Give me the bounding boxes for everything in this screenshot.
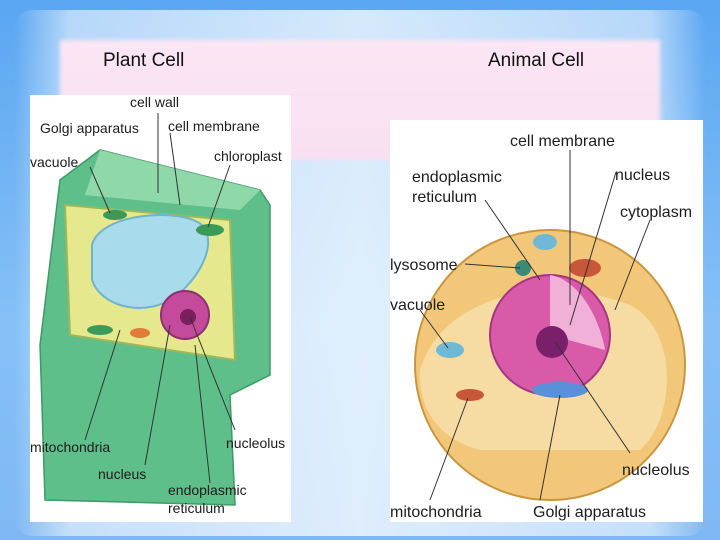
label-chloroplast: chloroplast xyxy=(214,148,282,164)
label-vacuole: vacuole xyxy=(390,297,445,314)
label-vacuole: vacuole xyxy=(30,154,78,170)
animal-cell-heading: Animal Cell xyxy=(488,50,584,72)
mitochondrion-shape xyxy=(130,328,150,338)
chloroplast-shape xyxy=(87,325,113,335)
label-cell-wall: cell wall xyxy=(130,95,179,110)
chloroplast-shape xyxy=(103,210,127,220)
label-er-line2: reticulum xyxy=(168,500,225,516)
label-nucleus: nucleus xyxy=(615,167,670,184)
chloroplast-shape xyxy=(196,224,224,236)
label-cytoplasm: cytoplasm xyxy=(620,204,692,221)
label-cell-membrane: cell membrane xyxy=(510,133,615,150)
label-golgi: Golgi apparatus xyxy=(533,504,646,521)
label-golgi: Golgi apparatus xyxy=(40,120,139,136)
label-lysosome: lysosome xyxy=(390,257,458,274)
label-mitochondria: mitochondria xyxy=(390,504,482,521)
label-nucleolus: nucleolus xyxy=(226,435,285,451)
label-er-line1: endoplasmic xyxy=(412,169,502,186)
mitochondrion-shape xyxy=(456,389,484,401)
plant-cell-heading: Plant Cell xyxy=(103,50,184,72)
plant-cell-diagram: cell wall Golgi apparatus cell membrane … xyxy=(30,95,291,522)
animal-cell-diagram: cell membrane endoplasmic reticulum nucl… xyxy=(390,120,703,522)
label-mitochondria: mitochondria xyxy=(30,439,110,455)
nucleolus-shape xyxy=(180,309,196,325)
animal-cell-illustration: cell membrane endoplasmic reticulum nucl… xyxy=(390,120,703,522)
label-cell-membrane: cell membrane xyxy=(168,118,260,134)
plant-cell-illustration: cell wall Golgi apparatus cell membrane … xyxy=(30,95,291,522)
label-er-line1: endoplasmic xyxy=(168,482,247,498)
vacuole-shape xyxy=(436,342,464,358)
label-nucleolus: nucleolus xyxy=(622,462,690,479)
organelle-shape xyxy=(533,234,557,250)
label-er-line2: reticulum xyxy=(412,189,477,206)
nucleolus-shape xyxy=(536,326,568,358)
label-nucleus: nucleus xyxy=(98,466,146,482)
